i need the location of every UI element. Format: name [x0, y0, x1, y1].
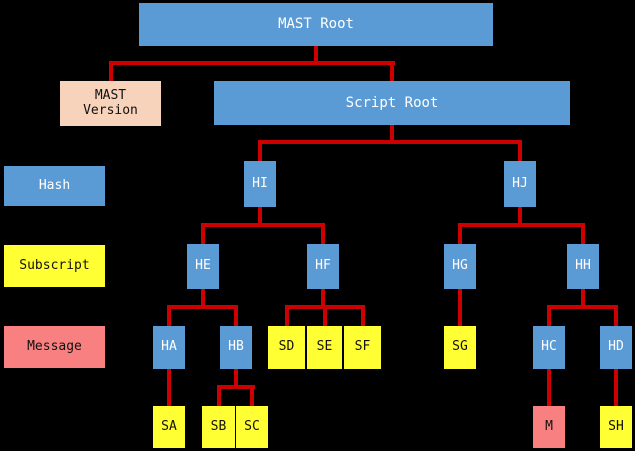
node-he: HE: [187, 244, 219, 289]
edge-hb-sb: [217, 385, 221, 406]
edge-bus-he: [167, 305, 238, 309]
edge-stem-hf: [321, 289, 325, 309]
edge-bus-hb: [217, 385, 255, 389]
edge-bus-hh: [547, 305, 618, 309]
edge-he-hb: [234, 305, 238, 326]
node-mast-root: MAST Root: [139, 3, 493, 46]
node-hi: HI: [244, 161, 276, 207]
node-sg: SG: [444, 326, 476, 369]
node-hc: HC: [533, 326, 565, 369]
legend-label: Hash: [38, 177, 71, 193]
node-label: SA: [161, 418, 177, 434]
edge-bus-script-root: [258, 140, 522, 144]
edge-hb-sc: [250, 385, 254, 406]
node-script-root: Script Root: [214, 81, 570, 125]
edge-hi-he: [201, 223, 205, 244]
edge-script-root-hj: [518, 140, 522, 161]
edge-hf-se: [323, 305, 327, 326]
edge-hj-hh: [581, 223, 585, 244]
edge-script-root-hi: [258, 140, 262, 161]
edge-stem-hi: [258, 207, 262, 227]
node-sb: SB: [202, 406, 235, 448]
edge-hi-hf: [321, 223, 325, 244]
node-label: MAST Version: [83, 87, 138, 118]
node-label: HF: [315, 258, 331, 274]
edge-stem-mast-root: [314, 46, 318, 65]
edge-hh-hd: [614, 305, 618, 326]
edge-stem-he: [201, 289, 205, 309]
node-label: HI: [252, 175, 268, 191]
node-sc: SC: [236, 406, 268, 448]
node-ha: HA: [153, 326, 185, 369]
legend-hash: Hash: [4, 166, 105, 206]
edge-hj-hg: [458, 223, 462, 244]
edge-mast-root-script-root: [390, 61, 394, 81]
edge-hh-hc: [547, 305, 551, 326]
node-label: HA: [161, 339, 177, 355]
edge-hf-sf: [361, 305, 365, 326]
edge-stem-script-root: [390, 125, 394, 144]
legend-label: Message: [27, 338, 82, 354]
node-label: SF: [354, 339, 371, 355]
edge-hd-sh: [614, 369, 618, 406]
node-se: SE: [307, 326, 342, 369]
legend-message: Message: [4, 326, 105, 368]
node-m: M: [533, 406, 565, 448]
node-label: SC: [244, 418, 260, 434]
node-mast-version: MAST Version: [60, 81, 161, 126]
edge-stem-hj: [518, 207, 522, 227]
edge-bus-hi: [201, 223, 325, 227]
edge-hf-sd: [285, 305, 289, 326]
node-label: SD: [278, 339, 295, 355]
node-label: M: [545, 418, 553, 434]
node-hb: HB: [220, 326, 252, 369]
edge-hg-sg: [458, 289, 462, 326]
node-label: MAST Root: [278, 16, 354, 33]
edge-stem-hh: [581, 289, 585, 309]
node-hd: HD: [600, 326, 632, 369]
node-hg: HG: [444, 244, 476, 289]
edge-stem-hb: [234, 369, 238, 389]
node-sa: SA: [153, 406, 185, 448]
edge-hc-m: [547, 369, 551, 406]
node-label: HD: [608, 339, 624, 355]
node-label: SG: [452, 339, 468, 355]
node-label: HB: [228, 339, 244, 355]
node-sh: SH: [600, 406, 632, 448]
legend-subscript: Subscript: [4, 245, 105, 287]
node-label: HE: [195, 258, 211, 274]
node-sf: SF: [344, 326, 381, 369]
edge-he-ha: [167, 305, 171, 326]
edge-bus-mast-root: [109, 61, 395, 65]
node-label: HH: [575, 258, 591, 274]
node-sd: SD: [268, 326, 305, 369]
node-label: SB: [210, 418, 227, 434]
node-hf: HF: [307, 244, 339, 289]
legend-label: Subscript: [19, 257, 90, 273]
edge-ha-sa: [167, 369, 171, 406]
edge-bus-hj: [458, 223, 585, 227]
node-hh: HH: [567, 244, 599, 289]
node-hj: HJ: [504, 161, 536, 207]
node-label: Script Root: [345, 94, 439, 111]
node-label: HJ: [512, 175, 528, 191]
node-label: HG: [452, 258, 468, 274]
node-label: HC: [541, 339, 557, 355]
node-label: SE: [316, 339, 333, 355]
node-label: SH: [608, 418, 624, 434]
edge-mast-root-mast-version: [109, 61, 113, 81]
